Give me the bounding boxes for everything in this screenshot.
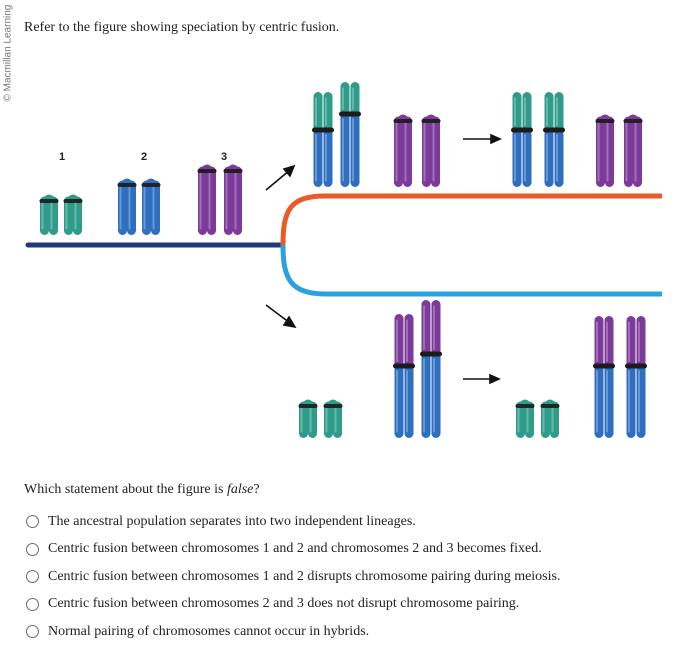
stacked-1-2-chromosome xyxy=(339,82,361,187)
answer-options: The ancestral population separates into … xyxy=(26,508,560,646)
upper-chromosome-3-right xyxy=(421,114,441,187)
fixed-fused-1-2-right xyxy=(543,92,565,187)
chromosome-1-label: 1 xyxy=(59,151,65,163)
radio-button[interactable] xyxy=(26,542,39,556)
chromosome-2-left xyxy=(117,178,137,235)
speciation-figure: 1 2 3 xyxy=(25,82,662,438)
lower-fixed-chromosome-1-left xyxy=(515,399,535,438)
upper-lineage-line xyxy=(280,193,662,246)
upper-fixed-chromosome-3-right xyxy=(623,114,643,187)
lower-lineage-line xyxy=(280,244,662,297)
answer-option-4[interactable]: Centric fusion between chromosomes 2 and… xyxy=(26,591,560,619)
question-text: Which statement about the figure is fals… xyxy=(24,482,260,497)
radio-button[interactable] xyxy=(26,515,39,529)
upper-fixed-chromosome-3-left xyxy=(595,114,615,187)
radio-button[interactable] xyxy=(26,625,39,639)
radio-button[interactable] xyxy=(26,570,39,584)
radio-button[interactable] xyxy=(26,597,39,611)
intro-text: Refer to the figure showing speciation b… xyxy=(24,20,340,35)
chromosome-3-label: 3 xyxy=(221,151,227,163)
lower-fixed-chromosome-1-right xyxy=(540,399,560,438)
arrow-to-upper-lineage xyxy=(265,164,296,191)
chromosome-2-label: 2 xyxy=(141,151,147,163)
lower-chromosome-1-left xyxy=(298,399,318,438)
chromosome-2-right xyxy=(141,178,161,235)
fixed-fused-2-3-right xyxy=(625,316,647,438)
lower-chromosome-1-right xyxy=(323,399,343,438)
arrow-lower-fusion xyxy=(463,373,501,385)
arrow-to-lower-lineage xyxy=(265,304,297,329)
fixed-fused-2-3-left xyxy=(593,316,615,438)
fused-1-2-chromosome xyxy=(312,92,334,187)
chromosome-1-left xyxy=(39,194,59,235)
chromosome-1-right xyxy=(63,194,83,235)
fused-2-3-chromosome xyxy=(393,314,415,438)
answer-option-3[interactable]: Centric fusion between chromosomes 1 and… xyxy=(26,563,560,591)
fixed-fused-1-2-left xyxy=(511,92,533,187)
chromosome-3-left xyxy=(197,164,217,235)
chromosome-3-right xyxy=(223,164,243,235)
arrow-upper-fusion xyxy=(463,133,502,145)
upper-chromosome-3-left xyxy=(393,114,413,187)
answer-option-2[interactable]: Centric fusion between chromosomes 1 and… xyxy=(26,536,560,564)
answer-option-5[interactable]: Normal pairing of chromosomes cannot occ… xyxy=(26,618,560,646)
answer-option-1[interactable]: The ancestral population separates into … xyxy=(26,508,560,536)
stacked-2-3-chromosome xyxy=(420,300,442,438)
